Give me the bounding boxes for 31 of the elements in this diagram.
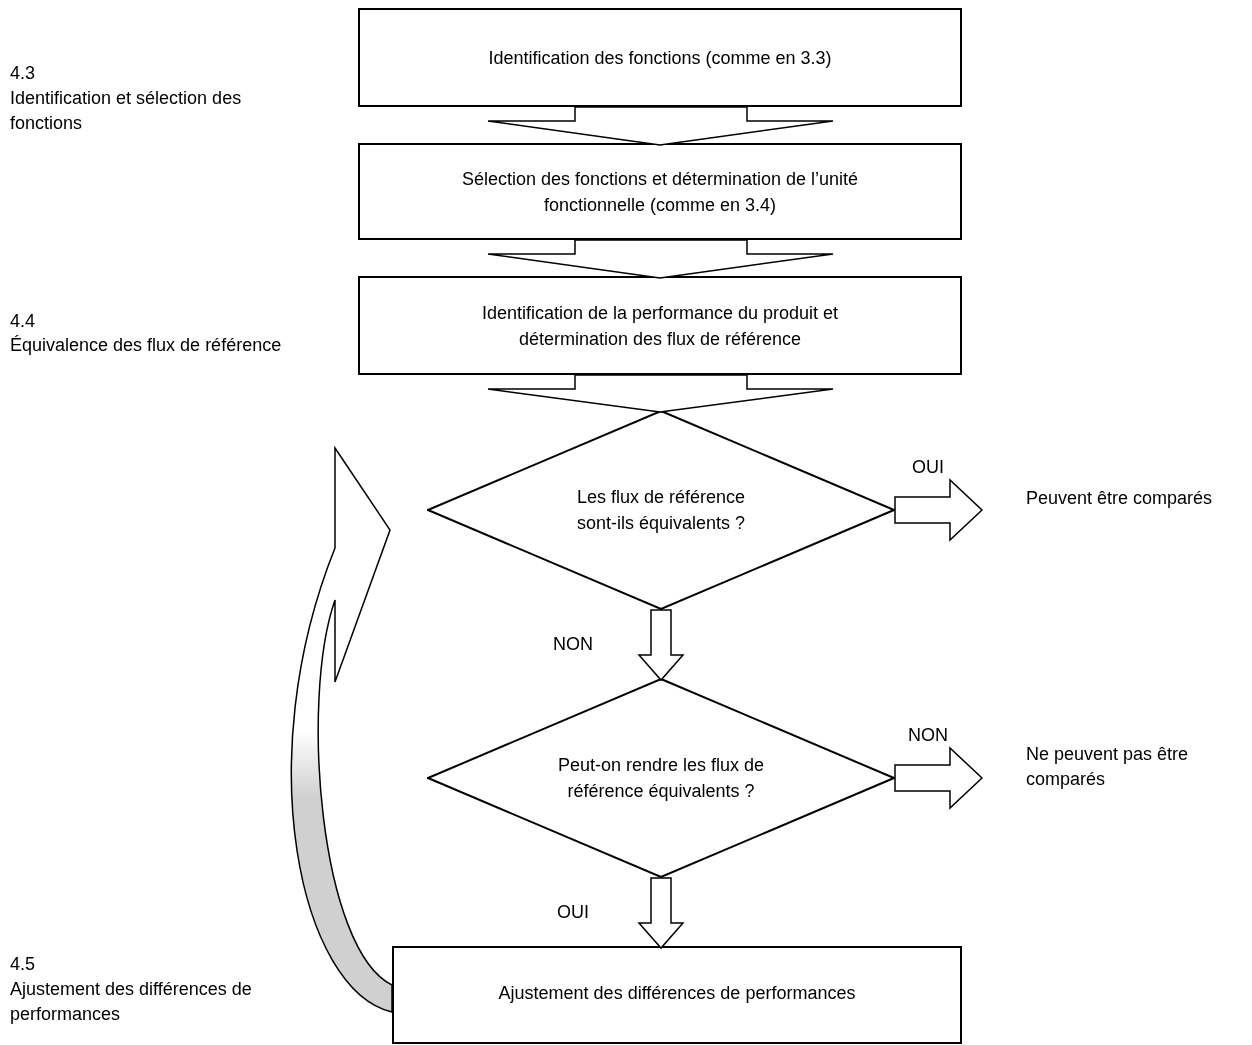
- process-box: [392, 946, 962, 1044]
- section-title: Identification et sélection des fonctions: [10, 87, 243, 135]
- edge-label: OUI: [557, 900, 589, 924]
- block-arrow: [637, 877, 685, 950]
- section-number: 4.3: [10, 62, 37, 85]
- node-text: Sélection des fonctions et détermination de l’unité fonctionnelle (comme en 3.4): [460, 167, 860, 217]
- decision-diamond: [427, 410, 895, 610]
- block-arrow: [487, 106, 834, 146]
- node-text: Peut-on rendre les flux de référence équivalents ?: [556, 754, 766, 803]
- outcome-text: Peuvent être comparés: [1026, 487, 1214, 510]
- node-text: Ajustement des différences de performances: [498, 982, 856, 1005]
- block-arrow: [637, 609, 685, 682]
- node-text: Les flux de référence sont-ils équivalents ?: [575, 486, 747, 535]
- block-arrow: [487, 374, 834, 413]
- node-text: Identification de la performance du produit et détermination des flux de référence: [480, 301, 840, 351]
- edge-label: OUI: [912, 455, 944, 479]
- block-arrow: [894, 746, 984, 810]
- outcome-text: Ne peuvent pas être comparés: [1026, 743, 1190, 791]
- node-text: Identification des fonctions (comme en 3.3): [488, 46, 832, 70]
- section-number: 4.5: [10, 953, 37, 976]
- process-box: [358, 8, 962, 107]
- section-number: 4.4: [10, 310, 37, 333]
- process-box: [358, 143, 962, 240]
- edge-label: NON: [553, 632, 593, 656]
- process-box: [358, 276, 962, 375]
- block-arrow: [894, 478, 984, 542]
- decision-diamond: [427, 678, 895, 878]
- block-arrow: [487, 239, 834, 279]
- section-title: Ajustement des différences de performances: [10, 978, 253, 1026]
- section-title: Équivalence des flux de référence: [10, 334, 283, 357]
- edge-label: NON: [908, 723, 948, 747]
